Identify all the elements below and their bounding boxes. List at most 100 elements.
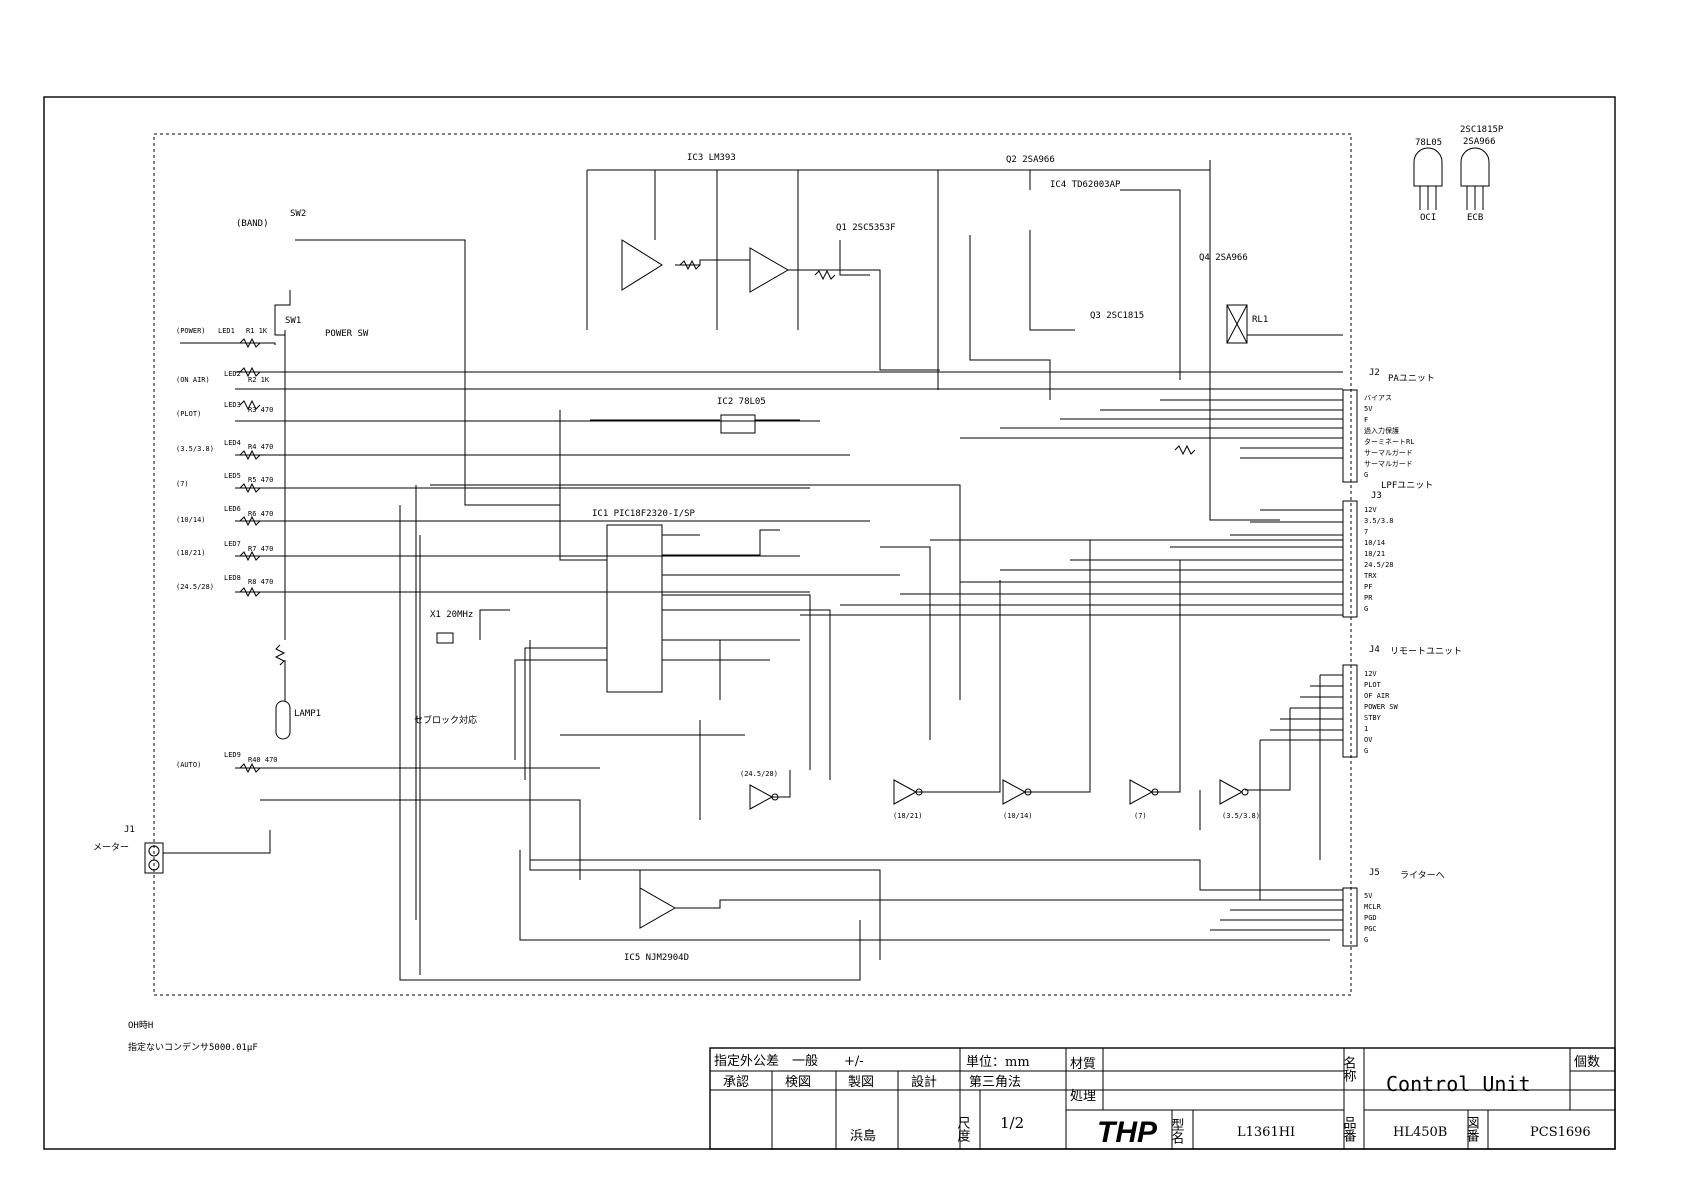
j4-pin: STBY <box>1364 714 1382 722</box>
j2-pin: ターミネートRL <box>1364 437 1414 446</box>
j3-pin: PF <box>1364 583 1372 591</box>
rl1-label: RL1 <box>1252 315 1268 325</box>
ic4-label: IC4 TD62003AP <box>1050 180 1121 190</box>
inverter-label: (18/21) <box>893 812 923 820</box>
j3-body <box>1342 500 1358 618</box>
j3-pin: 24.5/28 <box>1364 561 1394 569</box>
inverter-label: (3.5/3.8) <box>1222 812 1260 820</box>
resistors <box>239 259 1196 774</box>
tolerance-text: 指定外公差 一般 +/- <box>714 1053 864 1069</box>
j4-pin: OV <box>1364 736 1373 744</box>
j2-title: PAユニット <box>1388 374 1435 384</box>
part-label: 品番 <box>1341 1116 1357 1143</box>
j2-pin: G <box>1364 471 1368 479</box>
pkg-c: 2SA966 <box>1463 137 1496 147</box>
logo-thp: THP <box>1097 1116 1158 1149</box>
j4-pin: PLOT <box>1364 681 1382 689</box>
unit-text: 単位：mm <box>966 1054 1030 1070</box>
led-res: R1 1K <box>246 327 268 335</box>
j2-pin: 過入力保護 <box>1364 426 1399 435</box>
led-res: R4 470 <box>248 443 273 451</box>
led-name: (7) <box>176 480 189 488</box>
j3-label: J3 <box>1371 491 1382 501</box>
led-res: R8 470 <box>248 578 273 586</box>
ic1-body <box>606 524 663 693</box>
led-name: (ON AIR) <box>176 376 210 384</box>
j5-pin: MCLR <box>1364 903 1382 911</box>
inverter-label: (7) <box>1134 812 1147 820</box>
led-id: LED8 <box>224 574 241 582</box>
led-name: (3.5/3.8) <box>176 445 214 453</box>
led-res: R7 470 <box>248 545 273 553</box>
led-res: R2 1K <box>248 376 270 384</box>
name-label: 名称 <box>1341 1055 1357 1082</box>
drawer-name: 浜島 <box>850 1129 876 1144</box>
inverter-label: (24.5/28) <box>740 770 778 778</box>
material-label: 材質 <box>1070 1057 1096 1072</box>
band-label: (BAND) <box>236 219 269 229</box>
j4-body <box>1342 664 1358 758</box>
led-id: LED3 <box>224 401 241 409</box>
pkg-2sc1815 <box>1460 147 1490 187</box>
pkg-e: ECB <box>1467 213 1483 223</box>
j4-title: リモートユニット <box>1390 647 1462 657</box>
j5-pin: 5V <box>1364 892 1373 900</box>
j1-body <box>144 842 164 874</box>
model-value: L1361HI <box>1237 1125 1295 1140</box>
name-value: Control Unit <box>1386 1072 1531 1096</box>
led-id: LED6 <box>224 505 241 513</box>
j5-pin: PGD <box>1364 914 1377 922</box>
j2-pin: バイアス <box>1364 394 1392 402</box>
j4-pin: POWER SW <box>1364 703 1399 711</box>
led-name: (18/21) <box>176 549 206 557</box>
led-name: (24.5/28) <box>176 583 214 591</box>
j5-label: J5 <box>1369 868 1380 878</box>
j1-label: J1 <box>124 825 135 835</box>
j3-pin: TRX <box>1364 572 1377 580</box>
led-id: LED4 <box>224 439 241 447</box>
j3-pin: 18/21 <box>1364 550 1385 558</box>
ic2-body <box>720 414 756 434</box>
led-res: R3 470 <box>248 406 273 414</box>
pkg-a: 78L05 <box>1415 138 1442 148</box>
ic2-label: IC2 78L05 <box>717 397 766 407</box>
lamp-label: LAMP1 <box>294 709 321 719</box>
j3-pin: G <box>1364 605 1368 613</box>
approve-label: 承認 <box>723 1074 749 1090</box>
led-res: R5 470 <box>248 476 273 484</box>
draw-label: 製図 <box>848 1075 874 1090</box>
note1: OH時H <box>128 1020 153 1031</box>
j2-pin: サーマルガード <box>1364 448 1413 457</box>
j4-label: J4 <box>1369 645 1380 655</box>
j2-pin: 5V <box>1364 405 1373 413</box>
j2-pin: F <box>1364 416 1368 424</box>
inverter-labels: (24.5/28) (18/21) (10/14) (7) (3.5/3.8) <box>740 770 1260 820</box>
q3-label: Q3 2SC1815 <box>1090 311 1144 321</box>
j5-pin: G <box>1364 936 1368 944</box>
part-value: HL450B <box>1393 1125 1447 1140</box>
led-name: (PLOT) <box>176 410 201 418</box>
title-block <box>709 1047 1616 1150</box>
scale-value: 1/2 <box>1000 1114 1024 1132</box>
ic1-note: セブロック対応 <box>414 714 477 726</box>
j5-body <box>1342 887 1358 947</box>
led-id: LED5 <box>224 472 241 480</box>
led-res: R40 470 <box>248 756 278 764</box>
ic5-label: IC5 NJM2904D <box>624 953 689 963</box>
j2-body <box>1342 389 1358 483</box>
j3-pin: 7 <box>1364 528 1368 536</box>
j4-pin: OF AIR <box>1364 692 1390 700</box>
led-id: LED2 <box>224 370 241 378</box>
pkg-d: OCI <box>1420 213 1436 223</box>
design-label: 設計 <box>911 1074 937 1090</box>
pcb-boundary <box>153 133 1352 996</box>
note2: 指定ないコンデンサ5000.01μF <box>128 1041 258 1053</box>
j4-pin: 12V <box>1364 670 1377 678</box>
drawing-value: PCS1696 <box>1530 1125 1591 1140</box>
j3-title: LPFユニット <box>1381 481 1433 491</box>
relay-body <box>1226 304 1248 344</box>
j3-pin: 3.5/3.8 <box>1364 517 1394 525</box>
inverter-label: (10/14) <box>1003 812 1033 820</box>
ic3-label: IC3 LM393 <box>687 153 736 163</box>
pkg-78l05 <box>1413 147 1443 187</box>
